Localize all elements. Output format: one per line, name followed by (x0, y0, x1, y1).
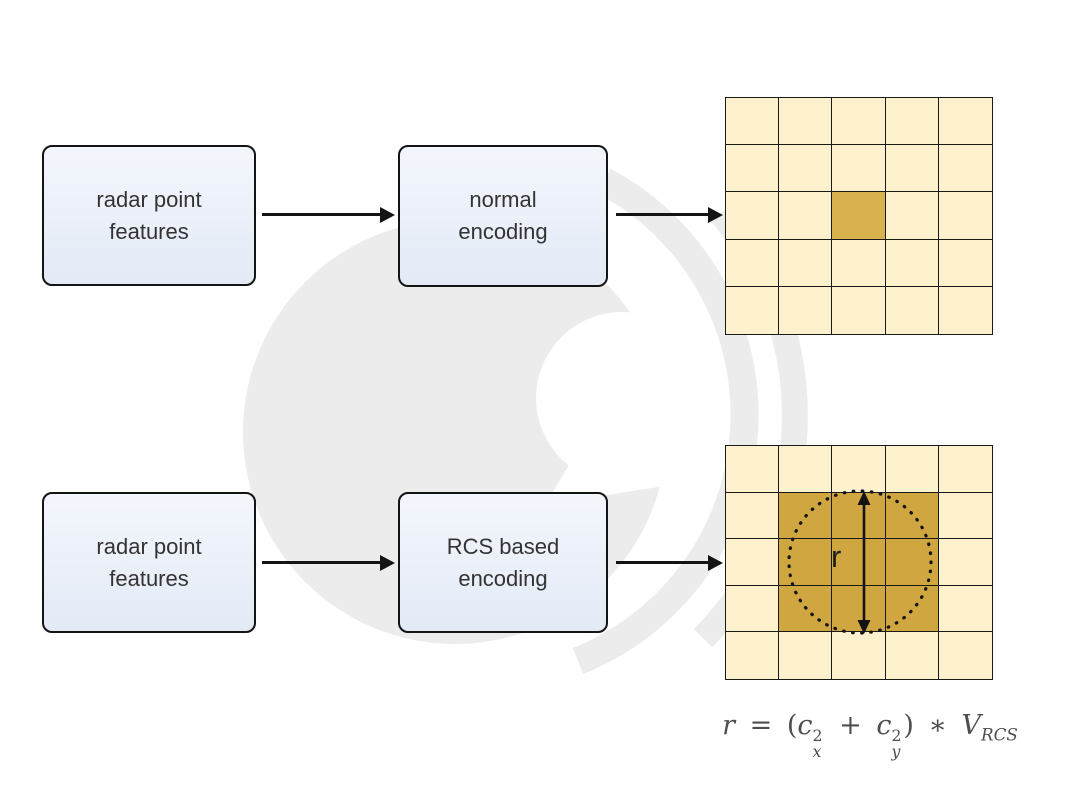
grid-cell (726, 286, 780, 334)
grid-cell (885, 585, 939, 633)
grid-cell (938, 286, 992, 334)
grid-cell (938, 539, 992, 586)
radar-point-features-box-bottom: radar point features (42, 492, 256, 633)
grid-cell (779, 492, 833, 540)
formula-rparen: ) (903, 710, 914, 741)
normal-encoding-box: normal encoding (398, 145, 608, 287)
grid-cell (726, 98, 780, 146)
radar-point-features-box-top: radar point features (42, 145, 256, 286)
grid-cell (885, 446, 939, 493)
grid-cell (779, 585, 833, 633)
grid-cell (832, 145, 886, 193)
grid-cell (726, 239, 780, 287)
formula-r: r (722, 710, 736, 741)
formula-c1: c (797, 710, 813, 741)
grid-cell (938, 632, 992, 679)
grid-cell (885, 192, 939, 240)
formula-c2: c (876, 710, 892, 741)
formula-times: ∗ (928, 710, 947, 741)
grid-cell (779, 539, 833, 586)
grid-cell (726, 492, 780, 540)
grid-cell (832, 492, 886, 540)
formula-equals: = (749, 710, 773, 741)
grid-cell (779, 632, 833, 679)
grid-cell (832, 192, 886, 240)
grid-cell (832, 446, 886, 493)
formula-lparen: ( (786, 710, 798, 741)
grid-cell (885, 539, 939, 586)
grid-cell (832, 286, 886, 334)
flow-arrow (262, 561, 380, 564)
grid-cell (726, 145, 780, 193)
formula-c2-sup: 2 (891, 726, 902, 746)
grid-cell (779, 98, 833, 146)
grid-cell (938, 239, 992, 287)
grid-cell (832, 632, 886, 679)
grid-cell (779, 446, 833, 493)
grid-cell (726, 585, 780, 633)
grid-cell (885, 145, 939, 193)
formula-c1-sub: x (812, 742, 822, 762)
grid-cell (779, 286, 833, 334)
grid-cell (832, 585, 886, 633)
formula-plus: + (839, 710, 862, 741)
radius-label: r (831, 539, 842, 574)
grid-cell (726, 446, 780, 493)
grid-cell (885, 632, 939, 679)
grid-cell (779, 192, 833, 240)
grid-cell (938, 492, 992, 540)
grid-cell (938, 145, 992, 193)
grid-cell (726, 632, 780, 679)
box-label: radar point features (96, 186, 202, 244)
grid-cell (885, 98, 939, 146)
grid-cell (726, 539, 780, 586)
formula-v-sub: RCS (981, 724, 1018, 745)
grid-cell (938, 192, 992, 240)
grid-cells (725, 445, 993, 680)
grid-cell (885, 286, 939, 334)
formula-c2-sub: y (891, 742, 901, 762)
grid-cell (885, 492, 939, 540)
box-label: normal encoding (458, 187, 548, 244)
flow-arrow (616, 213, 708, 216)
grid-cell (938, 446, 992, 493)
grid-cell (938, 98, 992, 146)
grid-cell (779, 145, 833, 193)
flow-arrow (262, 213, 380, 216)
normal-encoding-grid (725, 97, 993, 335)
grid-cell (726, 192, 780, 240)
flow-arrow (616, 561, 708, 564)
grid-cell (779, 239, 833, 287)
grid-cell (832, 98, 886, 146)
grid-cell (938, 585, 992, 633)
formula-v: V (961, 710, 982, 741)
rcs-encoding-grid: r (725, 445, 993, 680)
box-label: RCS based encoding (446, 533, 560, 591)
grid-cell (832, 239, 886, 287)
rcs-based-encoding-box: RCS based encoding (398, 492, 608, 633)
box-label: radar point features (96, 533, 202, 591)
formula-c1-sup: 2 (812, 726, 823, 746)
grid-cell (885, 239, 939, 287)
